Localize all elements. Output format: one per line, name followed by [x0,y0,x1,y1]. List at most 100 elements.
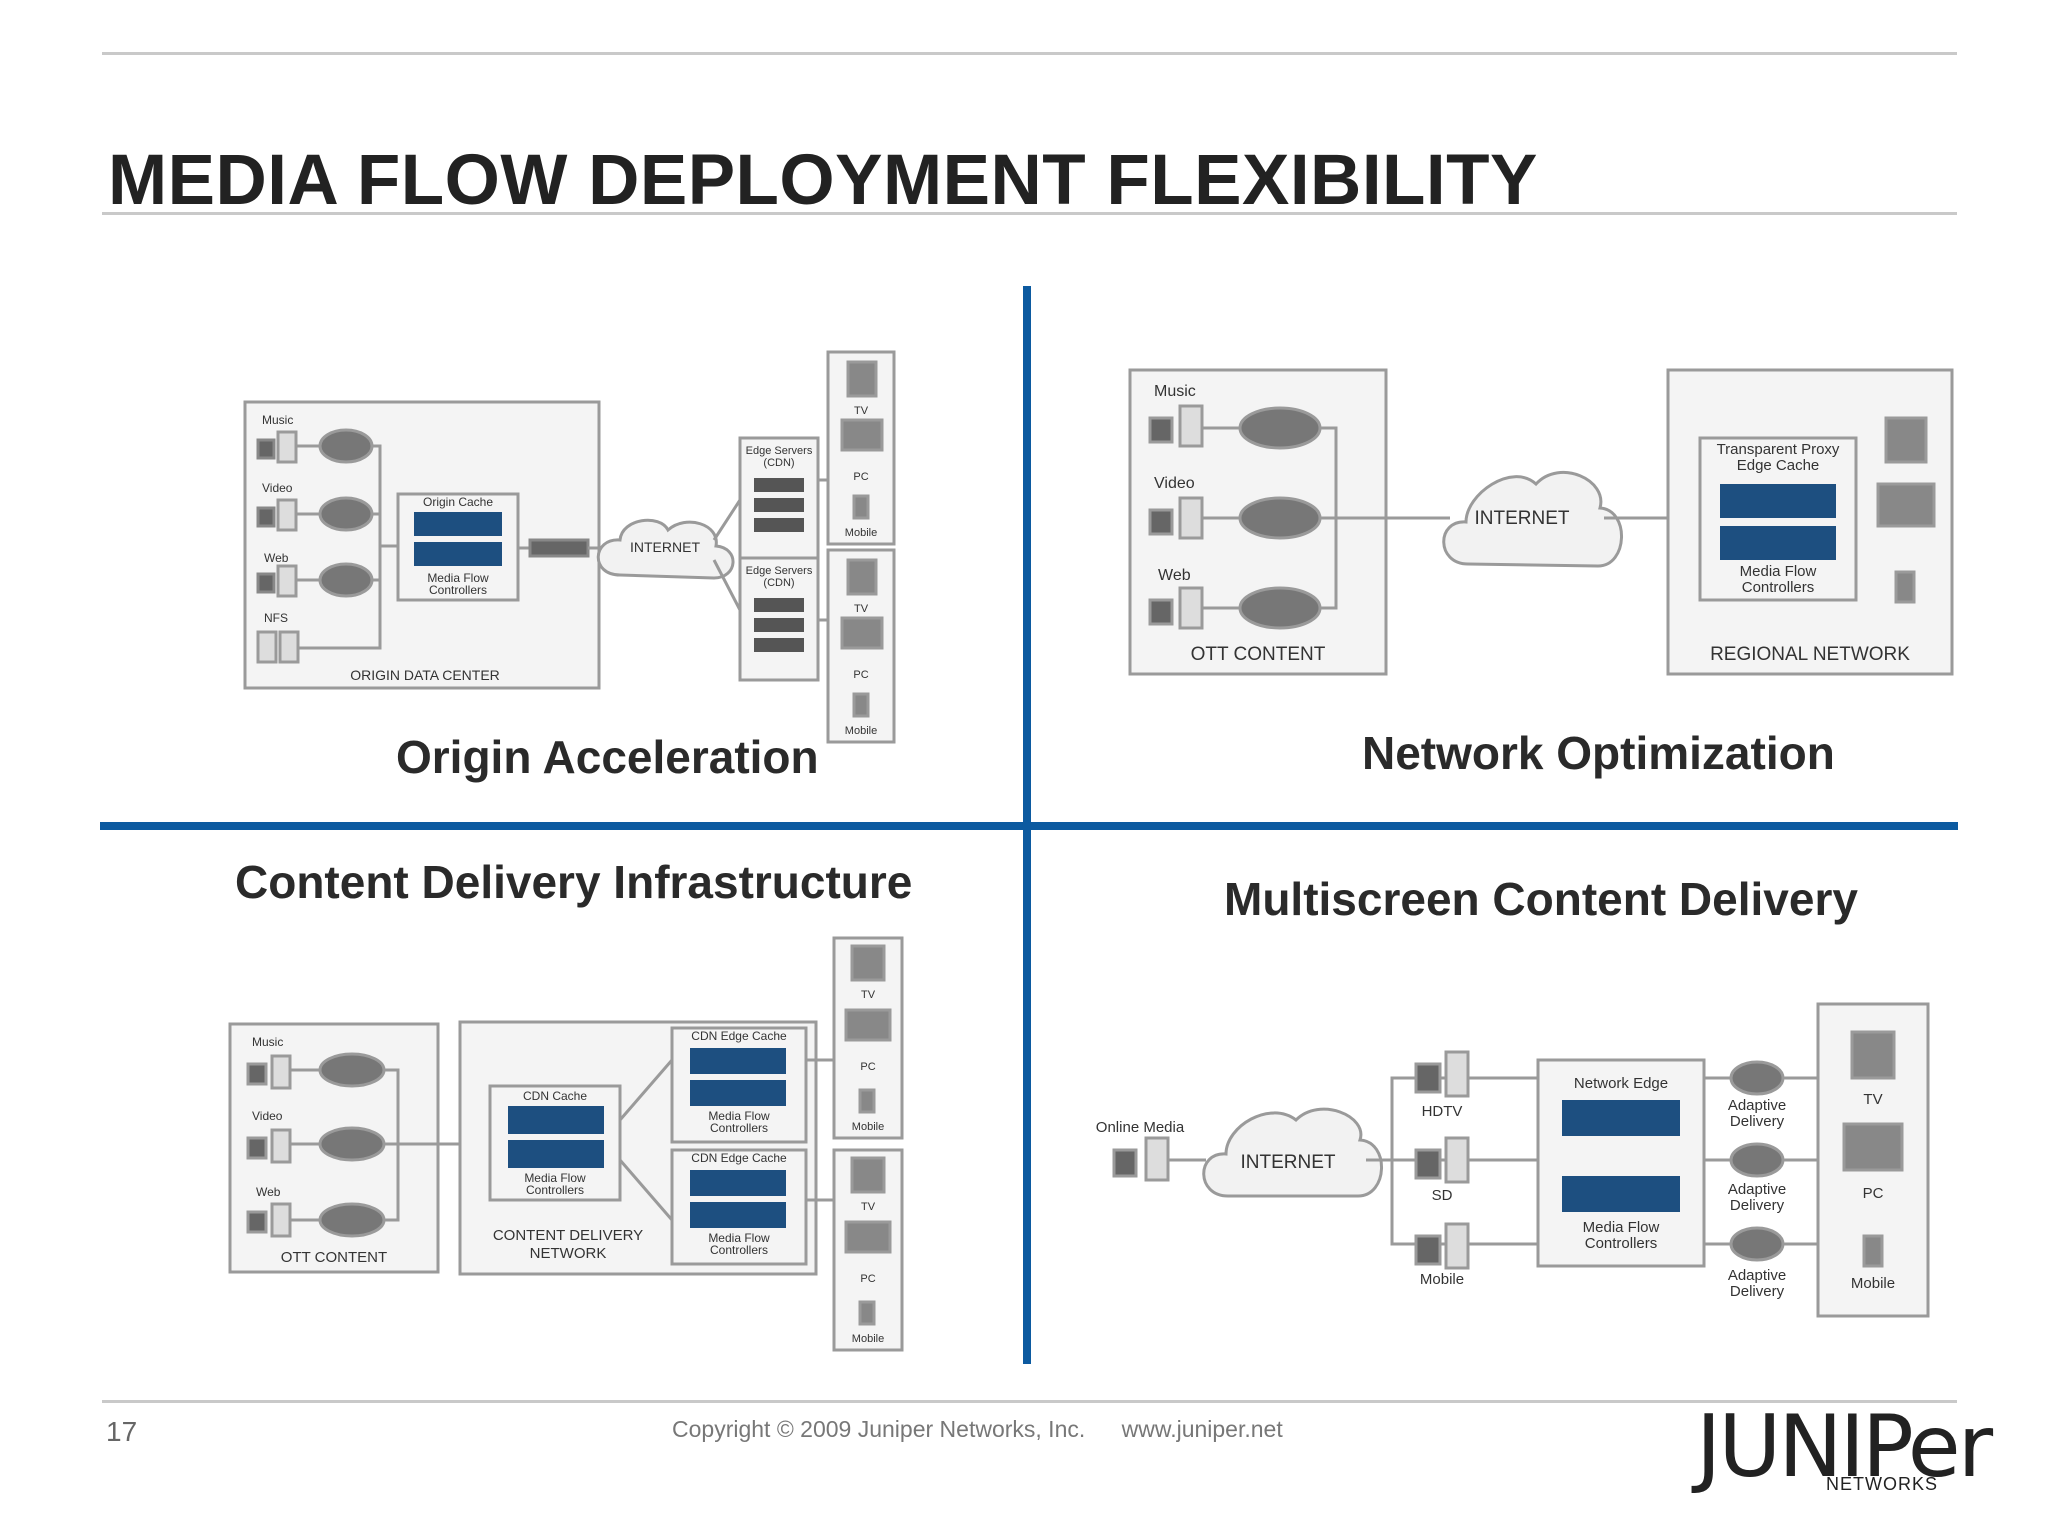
d1-datacenter-label: ORIGIN DATA CENTER [350,667,500,683]
d3-video-label: Video [252,1109,283,1123]
d4-adaptive-label-2c: Delivery [1730,1283,1785,1300]
d3-mobile-label-b: Mobile [852,1333,884,1345]
d1-origin-cache-label: Origin Cache [423,495,493,509]
video-node-icon [318,1126,386,1162]
d4-online-label: Online Media [1096,1119,1185,1136]
d3-pc-label-b: PC [860,1273,875,1285]
online-media-server-icon [1112,1136,1170,1182]
cdn-cache-server-icon [508,1106,604,1134]
mobile-server-icon [1414,1222,1470,1270]
d2-web-label: Web [1158,567,1191,584]
d3-mfc-label-1c: Media Flow [708,1231,770,1245]
d1-edge-label-1: Edge Servers [746,445,813,457]
page-title: MEDIA FLOW DEPLOYMENT FLEXIBILITY [108,141,1538,220]
d3-mfc-label-1b: Media Flow [708,1109,770,1123]
video-server-icon [1148,496,1204,540]
d3-cdn-label-2: NETWORK [530,1245,607,1262]
tv-icon [1850,1030,1896,1080]
tv-icon [846,360,878,398]
d3-mfc-label-2c: Controllers [710,1243,768,1257]
hdtv-server-icon [1414,1050,1470,1098]
d1-tv-label: TV [854,405,869,417]
d4-mobile-label: Mobile [1420,1271,1464,1288]
d4-adaptive-label-1c: Adaptive [1728,1267,1786,1284]
music-node-icon [318,428,374,464]
d4-hdtv-label: HDTV [1422,1103,1463,1120]
d1-music-label: Music [262,413,293,427]
d4-adaptive-label-1b: Adaptive [1728,1181,1786,1198]
d2-mfc-label-1: Media Flow [1740,563,1817,580]
d1-mobile-label-b: Mobile [845,725,877,737]
d2-music-label: Music [1154,383,1196,400]
d4-tv-label: TV [1863,1091,1882,1108]
nfs-server-icon [256,630,300,664]
mfc-server-icon [414,542,502,566]
d4-edge-label: Network Edge [1574,1075,1668,1092]
content-delivery-infrastructure-diagram: Music Video Web OTT CONTENT CDN Cache Me… [228,936,904,1352]
d1-edge-label-1b: Edge Servers [746,565,813,577]
d2-mfc-label-2: Controllers [1742,579,1815,596]
quadrant-divider-horizontal [100,822,1958,830]
d4-mfc-label-1: Media Flow [1583,1219,1660,1236]
pc-icon [844,1008,892,1042]
d3-ott-label: OTT CONTENT [281,1249,387,1266]
d1-edge-label-2: (CDN) [763,457,794,469]
proxy-cache-box [1698,436,1858,602]
web-server-icon [246,1202,292,1238]
label-content-delivery-infrastructure: Content Delivery Infrastructure [235,856,913,908]
title-rule [102,212,1957,215]
origin-acceleration-diagram: Music Video Web NFS Origin Cache Media F… [243,350,896,744]
d2-proxy-label-1: Transparent Proxy [1717,441,1840,458]
d1-video-label: Video [262,481,293,495]
top-rule [102,52,1957,55]
tv-icon [846,558,878,596]
mobile-icon [1862,1234,1884,1268]
d1-mobile-label: Mobile [845,527,877,539]
d2-proxy-label-2: Edge Cache [1737,457,1820,474]
d1-web-label: Web [264,551,289,565]
tv-icon [850,1156,886,1194]
router-icon [528,538,590,558]
d3-mfc-label-2b: Controllers [710,1121,768,1135]
d1-nfs-label: NFS [264,611,288,625]
d4-adaptive-label-2: Delivery [1730,1113,1785,1130]
d2-regional-label: REGIONAL NETWORK [1710,644,1910,665]
adaptive-node-icon [1729,1226,1785,1262]
video-node-icon [1238,496,1322,540]
d3-cdn-cache-label: CDN Cache [523,1089,587,1103]
d3-cdn-label-1: CONTENT DELIVERY [493,1227,643,1244]
mobile-icon [858,1300,876,1326]
label-origin-acceleration: Origin Acceleration [396,731,819,783]
mobile-icon [858,1088,876,1114]
d1-pc-label: PC [853,471,868,483]
d3-edge-cache-label: CDN Edge Cache [691,1029,787,1043]
label-multiscreen-content-delivery: Multiscreen Content Delivery [1224,873,1858,925]
music-server-icon [1148,404,1204,448]
d4-mfc-label-2: Controllers [1585,1235,1658,1252]
video-node-icon [318,496,374,532]
juniper-logo-subtext: NETWORKS [1826,1474,1939,1494]
d3-mfc-label-1: Media Flow [524,1171,586,1185]
website-link[interactable]: www.juniper.net [1121,1416,1283,1442]
pc-icon [1842,1122,1904,1172]
d2-internet-label: INTERNET [1475,508,1570,529]
d4-sd-label: SD [1432,1187,1453,1204]
label-network-optimization: Network Optimization [1362,727,1835,779]
mfc-server-icon [1562,1176,1680,1212]
d2-video-label: Video [1154,475,1195,492]
footer-rule [102,1400,1957,1403]
music-server-icon [246,1054,292,1090]
d3-web-label: Web [256,1185,281,1199]
d1-tv-label-b: TV [854,603,869,615]
footer-text: Copyright © 2009 Juniper Networks, Inc. … [672,1416,1313,1443]
web-node-icon [318,1202,386,1238]
juniper-logo: JUNIPer [1696,1397,1993,1497]
edge-cache-server-icon [1720,484,1836,518]
d2-ott-label: OTT CONTENT [1191,644,1326,665]
pc-icon [1876,482,1936,528]
d4-internet-label: INTERNET [1241,1152,1336,1173]
pc-icon [840,616,884,650]
mfc-server-icon [508,1140,604,1168]
d3-pc-label: PC [860,1061,875,1073]
